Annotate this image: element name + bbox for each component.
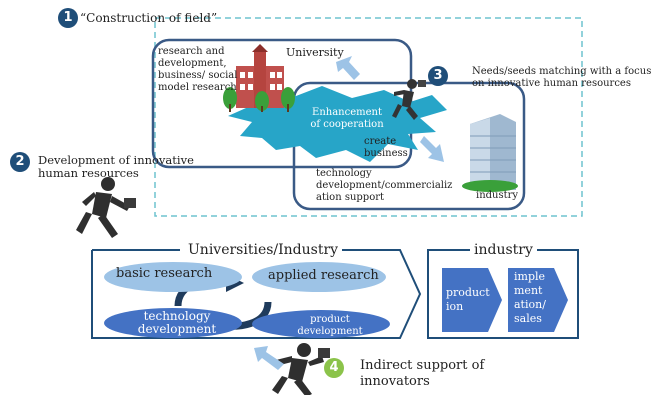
- basic-research-label: basic research: [116, 266, 213, 281]
- industry-building-label: industry: [476, 190, 519, 201]
- field-label: “Construction of field”: [80, 11, 218, 25]
- production-arrow: [442, 268, 502, 332]
- rd-text: research and development, business/ soci…: [158, 46, 238, 93]
- product-development-oval: [252, 310, 390, 338]
- badge-1: 1: [58, 8, 78, 28]
- arrow-support-up: [254, 346, 284, 370]
- enhancement-text: Enhancement of cooperation: [310, 107, 384, 130]
- badge-3: 3: [428, 66, 448, 86]
- implementation-arrow: [508, 268, 568, 332]
- technology-development-oval: [104, 308, 242, 338]
- arrow-to-university: [336, 56, 360, 80]
- field-dashed-boundary: [154, 17, 583, 217]
- universities-industry-title: Universities/Industry: [184, 242, 343, 258]
- tech-support-text: technology development/commercializ atio…: [316, 168, 453, 203]
- badge-4: 4: [324, 358, 344, 378]
- industry-title: industry: [470, 242, 537, 258]
- university-label: University: [286, 46, 344, 59]
- production-label: product ion: [446, 286, 490, 313]
- runner-figure-bottom: [272, 343, 330, 395]
- basic-research-oval: [104, 262, 242, 292]
- development-text: Development of innovative human resource…: [38, 153, 194, 180]
- arrow-to-industry: [420, 136, 444, 162]
- university-building: [223, 44, 295, 112]
- matching-text: Needs/seeds matching with a focus on inn…: [472, 66, 652, 89]
- applied-research-oval: [252, 262, 386, 292]
- universities-industry-frame: [91, 249, 422, 339]
- runner-figure-top: [392, 79, 426, 120]
- technology-development-label: technology development: [137, 309, 217, 336]
- industry-building: [462, 114, 518, 192]
- indirect-text: Indirect support of innovators: [360, 358, 485, 389]
- runner-figure-left: [76, 177, 136, 238]
- badge-2: 2: [10, 152, 30, 172]
- applied-research-label: applied research: [268, 268, 379, 283]
- implementation-label: imple ment ation/ sales: [514, 270, 546, 325]
- create-business-text: create business: [364, 136, 408, 159]
- product-development-label: product development: [297, 314, 363, 337]
